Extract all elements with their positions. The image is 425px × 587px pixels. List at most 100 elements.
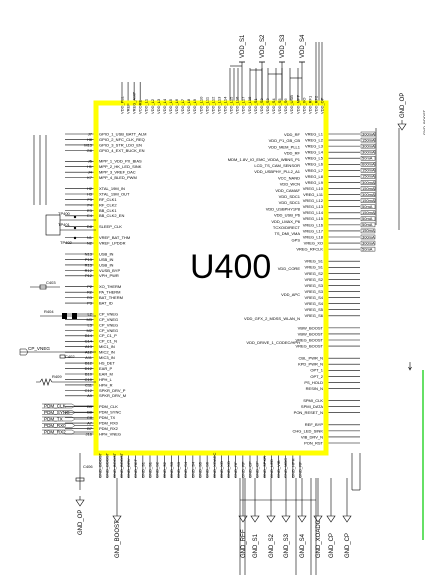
wires-layer [33,42,400,575]
bottom-pin-label: GND_BOOST [112,452,117,478]
right-pin-name: SPMI_CLK [303,398,323,403]
left-pin-name: HS_DET [99,360,115,365]
pdm-net-label: PDM_RX0 [44,423,66,428]
bottom-pin-label: GND_REF [133,458,138,478]
left-pin-number: M3 [86,317,92,322]
current-box [360,246,376,252]
right-pin-name: VREG_S1 [305,265,324,270]
ground-triangle [112,515,122,523]
top-pin-label: VDD_MPP [295,94,300,114]
top-pin-label: VDD_L13 [216,96,221,114]
left-pin-number: H1 [87,164,93,169]
top-pin-label: VDD_L5 [168,98,173,114]
bottom-pin-label: GND_RF [240,461,245,478]
left-pin-number: J7 [88,131,93,136]
rail-label: VDD_S2 [260,34,266,58]
left-pin-name: GPIO_3_STR_LDO_EN [99,142,142,147]
bottom-pin-label: GND_BOOST [98,452,103,478]
ground-triangle [250,515,260,523]
current-rating: 50mA [362,156,373,161]
capacitor [75,477,85,482]
right-pin-name: VREG_S1 [305,259,324,264]
current-rating: 150mA [362,186,375,191]
top-pin-label: VDD_XO [301,98,306,114]
left-pin-number: E4 [87,213,93,218]
inner-right-label-2: VDD_APC [281,292,300,297]
bottom-ground-symbol [281,512,291,523]
ground-triangle [238,515,248,523]
top-pin-label: VDD_L7 [180,98,185,114]
left-pin-number: H3 [87,191,93,196]
left-pin-name: HPH_R [99,382,113,387]
bottom-ground-label: GND_CP [345,533,351,558]
right-pin-name: VREG_BOOST [295,337,323,342]
left-pin-name: HPH_L [99,377,113,382]
right-pin-name: OPT_2 [310,374,323,379]
ground-triangle [297,515,307,523]
current-box [360,234,376,240]
current-box [360,228,376,234]
top-pin-label: VDD_L17 [241,96,246,114]
left-pin-number: R13 [85,262,93,267]
inner-right-label: VDD_USB_P6 [274,213,301,218]
left-pin-number: D8 [87,224,93,229]
left-pin-name: CP_C1_P [99,333,117,338]
current-box [360,131,376,137]
left-ground-symbol [75,496,85,507]
right-pin-name: OPT_1 [310,368,323,373]
bottom-pin-label: GND_BOOST [105,452,110,478]
left-pin-name: PA_THERM [99,290,120,295]
left-pin-name: MIC2_IN [99,350,115,355]
right-pin-name: VREG_L2 [305,137,324,142]
test-point-dot [73,226,77,230]
right-pin-name: VREG_L15 [303,216,324,221]
bottom-ground-symbol [326,512,336,523]
ground-triangle [75,499,85,507]
left-pin-name: CP_VNEG [99,322,118,327]
net-flag [19,348,29,356]
bottom-pin-label: GND_VIB [276,460,281,478]
pdm-net-label: PDM_RX2 [44,430,66,435]
top-pin-label: VDD_L2 [150,98,155,114]
inner-right-label: TS_DMI_VMA [274,231,300,236]
resistor-zigzag [36,378,96,386]
inner-right-label: VDD_SDC1 [279,200,301,205]
left-pin-name: SPKR_DRV_P [99,388,126,393]
inner-right-label: VDD_WCN [280,182,300,187]
left-pin-number: A11 [85,355,93,360]
current-box [360,240,376,246]
left-pin-name: XO_THERM [99,284,121,289]
top-pin-label: VDD_L9 [192,98,197,114]
pdm-flag [42,423,76,428]
bottom-pin-label: GND_S2 [155,461,160,478]
bottom-pin-label: GND_S4 [190,461,195,478]
top-pin-label: VDD_L16 [235,96,240,114]
right-pin-name: VREG_S3 [305,289,324,294]
left-pin-number: B8 [87,410,93,415]
bottom-pin-label: GND_S3 [176,461,181,478]
bottom-pin-label: GND_HPH [290,458,295,478]
right-pin-name: VREG_S4 [305,301,324,306]
current-rating: 300mA [362,192,375,197]
top-pin-label: VDD_L18 [247,96,252,114]
left-pin-name: BAT_THERM [99,295,123,300]
capacitor-label: C402 [65,354,75,359]
current-box [360,143,376,149]
left-pin-number: H8 [87,137,93,142]
left-pin-number: C10 [85,377,93,382]
top-pin-label: VDD_L6 [174,98,179,114]
right-pin-name: SPMI_DATA [301,404,323,409]
right-pin-name: VREG_BOOST [295,343,323,348]
left-pin-number: B10 [85,371,93,376]
left-pin-name: SLEEP_CLK [99,224,122,229]
bottom-pin-label: GND_S2 [162,461,167,478]
left-pin-number: D12 [85,366,93,371]
pdm-flag [42,416,76,422]
pdm-flag [42,403,76,409]
current-box [360,186,376,191]
pdm-flag [42,410,76,415]
bottom-pin-label: GND_S4 [183,461,188,478]
